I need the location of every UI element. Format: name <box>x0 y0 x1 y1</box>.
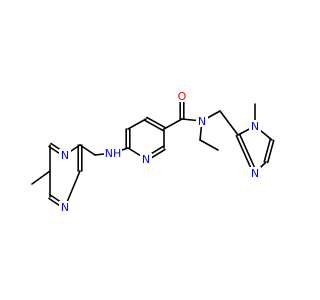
bond <box>31 170 51 185</box>
bond <box>144 119 164 132</box>
atom-mask <box>196 115 208 127</box>
bond <box>266 139 275 164</box>
atom-label-n-amide: N <box>198 115 206 128</box>
bond <box>127 118 147 130</box>
atom-mask <box>140 153 152 165</box>
atom-mask <box>59 201 71 213</box>
atom-mask <box>59 149 71 161</box>
bond <box>146 116 166 129</box>
atom-label-n-imidazole: N <box>251 167 259 180</box>
atom-label-n-imidazole-methyl: N <box>251 120 259 133</box>
atom-label-nh-amine: NH <box>105 147 122 160</box>
atom-label-o-carbonyl: O <box>178 90 187 103</box>
atom-mask <box>104 147 122 159</box>
atom-label-n-pyrazine-2: N <box>61 201 69 214</box>
atom-label-layer: O N N NH N N N N <box>59 90 261 214</box>
atom-mask <box>249 120 261 132</box>
atom-mask <box>176 90 188 102</box>
bond <box>199 139 219 151</box>
bond <box>263 138 272 163</box>
atom-label-n-pyrazine-1: N <box>61 149 69 162</box>
atom-label-n-pyridine: N <box>142 153 150 166</box>
structure-diagram: O N N NH N N N N <box>31 90 275 214</box>
bond <box>238 133 258 174</box>
bond <box>219 110 239 136</box>
bond <box>163 118 183 130</box>
atom-mask <box>249 167 261 179</box>
bond <box>79 144 96 156</box>
